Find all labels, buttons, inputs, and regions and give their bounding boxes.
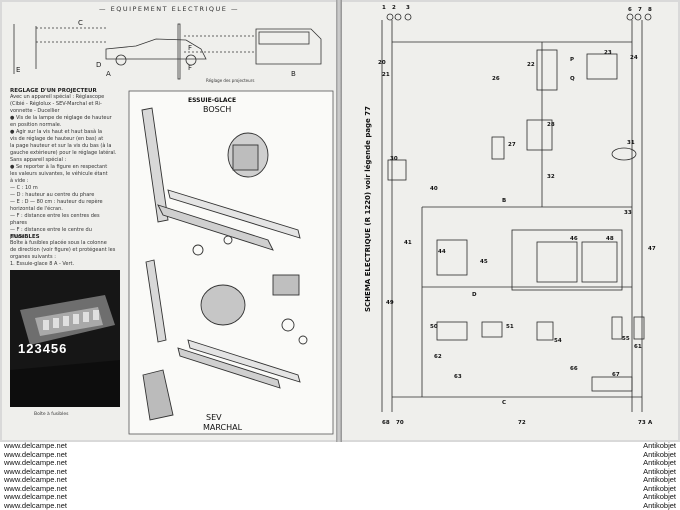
wire-label: 21 <box>382 72 390 78</box>
wire-label: 61 <box>634 344 642 350</box>
fuse-box-photo <box>10 270 120 407</box>
wire-label: 63 <box>454 374 462 380</box>
wire-label: 33 <box>624 210 632 216</box>
wire-label: B <box>502 198 507 204</box>
fuse-numbers: 123456 <box>18 341 68 356</box>
wire-label: 49 <box>386 300 394 306</box>
wire-label: 47 <box>648 246 656 252</box>
vertical-title: SCHEMA ELECTRIQUE (R 1220) voir légende … <box>364 106 372 312</box>
wire-label: 45 <box>480 259 488 265</box>
wire-label: P <box>570 57 575 63</box>
label-c: C <box>78 19 83 27</box>
label-b: B <box>291 70 296 78</box>
wire-label: 44 <box>438 249 446 255</box>
wire-label: 30 <box>390 156 398 162</box>
wire-label: 40 <box>430 186 438 192</box>
headlamp-diagram: C E D A F F B Réglage des projecteurs <box>13 19 322 83</box>
wire-label: 26 <box>492 76 500 82</box>
wire-label: D <box>472 292 477 298</box>
wire-label: 6 <box>628 7 632 13</box>
wire-label: 51 <box>506 324 514 330</box>
wire-label: 67 <box>612 372 620 378</box>
wire-label: 24 <box>630 55 638 61</box>
wire-label: 7 <box>638 7 642 13</box>
wire-label: 20 <box>378 60 386 66</box>
wire-label: 55 <box>622 336 630 342</box>
wire-label: 62 <box>434 354 442 360</box>
right-page: SCHEMA ELECTRIQUE (R 1220) voir légende … <box>342 2 678 440</box>
fuses-body: Boîte à fusibles placée sous la colonne … <box>10 240 116 267</box>
label-f2: F <box>188 64 192 72</box>
wire-label: 23 <box>604 50 612 56</box>
wire-label: 3 <box>406 5 410 11</box>
fuse-box-illustration <box>10 270 120 407</box>
wire-label: 66 <box>570 366 578 372</box>
wire-label: 68 <box>382 420 390 426</box>
wire-label: 72 <box>518 420 526 426</box>
wire-label: 28 <box>547 122 555 128</box>
wire-label: 50 <box>430 324 438 330</box>
fuses-section: FUSIBLES Boîte à fusibles placée sous la… <box>10 234 120 268</box>
wire-label: 27 <box>508 142 516 148</box>
wire-label: 48 <box>606 236 614 242</box>
magazine-spread: — EQUIPEMENT ELECTRIQUE — C E D A F F <box>0 0 680 442</box>
wire-label: 32 <box>547 174 555 180</box>
wiring-diagram: SCHEMA ELECTRIQUE (R 1220) voir légende … <box>364 13 652 412</box>
wire-label: 41 <box>404 240 412 246</box>
wiper-title-1: ESSUIE-GLACE <box>188 97 236 104</box>
wire-label: 70 <box>396 420 404 426</box>
label-e: E <box>16 66 20 74</box>
section-title: REGLAGE D'UN PROJECTEUR <box>10 88 97 94</box>
wiper-title-4: MARCHAL <box>203 423 243 432</box>
wiper-title-2: BOSCH <box>203 105 231 114</box>
label-f: F <box>188 44 192 52</box>
wire-label: Q <box>570 76 575 82</box>
diagram-caption: Réglage des projecteurs <box>206 78 254 83</box>
wire-label: C <box>502 400 507 406</box>
wiper-exploded-view: ESSUIE-GLACE BOSCH SEV MARCHAL <box>128 90 334 435</box>
section-body: Avec un appareil spécial : Réglascope(Ci… <box>10 94 117 240</box>
wire-label: 1 <box>382 5 386 11</box>
wire-label: 54 <box>554 338 562 344</box>
wire-label: 2 <box>392 5 396 11</box>
label-d: D <box>96 61 101 69</box>
left-page: — EQUIPEMENT ELECTRIQUE — C E D A F F <box>2 2 336 440</box>
photo-caption: Boîte à fusibles <box>34 412 69 417</box>
wire-label: 46 <box>570 236 578 242</box>
page-header: — EQUIPEMENT ELECTRIQUE — <box>99 5 239 13</box>
wire-label: 73 <box>638 420 646 426</box>
wire-label: 31 <box>627 140 635 146</box>
wiper-title-3: SEV <box>206 413 222 422</box>
label-a: A <box>106 70 111 78</box>
fuses-title: FUSIBLES <box>10 234 40 240</box>
binding-gutter <box>336 0 342 442</box>
wire-label: A <box>648 420 653 426</box>
wire-label: 22 <box>527 62 535 68</box>
adjustment-section: REGLAGE D'UN PROJECTEUR Avec un appareil… <box>10 88 120 241</box>
wire-label: 8 <box>648 7 652 13</box>
